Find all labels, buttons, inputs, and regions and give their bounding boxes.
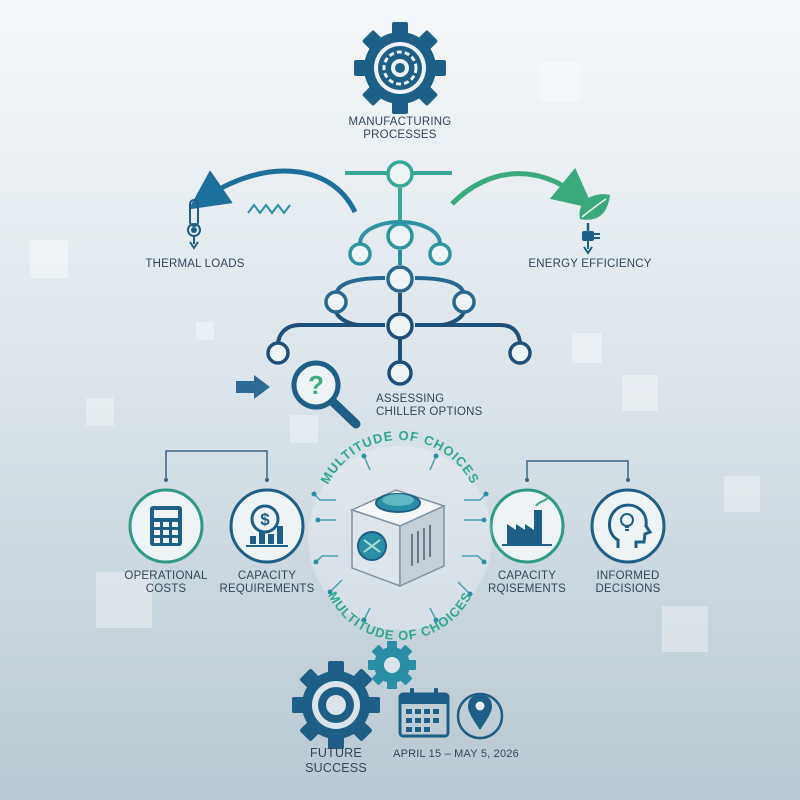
arrow-to-energy xyxy=(450,167,594,209)
energy-efficiency-label: ENERGY EFFICIENCY xyxy=(528,258,652,270)
tree-node xyxy=(452,290,476,314)
dollar-chart-icon: $ xyxy=(229,488,305,564)
tree-node xyxy=(266,341,290,365)
background-square xyxy=(196,322,214,340)
bracket-right xyxy=(526,460,629,478)
arrow-right-icon xyxy=(236,375,270,399)
thermal-loads-label: THERMAL LOADS xyxy=(145,258,245,270)
gear-icon xyxy=(354,22,446,114)
tree-node xyxy=(428,242,452,266)
svg-text:$: $ xyxy=(260,510,270,529)
magnifier-question-icon: ? xyxy=(291,360,361,429)
svg-text:?: ? xyxy=(308,370,324,400)
tree-node xyxy=(386,160,414,188)
background-square xyxy=(290,415,318,443)
tree-node xyxy=(386,222,414,250)
tree-node xyxy=(324,290,348,314)
map-pin-icon xyxy=(456,692,504,740)
factory-icon xyxy=(489,488,565,564)
chiller-cube-icon xyxy=(308,446,492,630)
background-square xyxy=(572,333,602,363)
tree-node xyxy=(387,360,413,386)
bracket-left xyxy=(165,450,268,478)
background-square xyxy=(724,476,760,512)
tree-node xyxy=(386,312,414,340)
leaf-plug-icon xyxy=(579,194,610,255)
background-square xyxy=(96,572,152,628)
background-square xyxy=(622,375,658,411)
tree-nodes xyxy=(266,160,532,386)
calculator-icon xyxy=(128,488,204,564)
background-square xyxy=(86,398,114,426)
gears-icon xyxy=(292,641,416,749)
thermometer-icon xyxy=(187,199,201,250)
background-square xyxy=(662,606,708,652)
head-lightbulb-icon xyxy=(590,488,666,564)
arrow-to-thermal xyxy=(188,168,358,214)
tree-node xyxy=(508,341,532,365)
wave-icon xyxy=(247,203,291,215)
date-range-label: APRIL 15 – MAY 5, 2026 xyxy=(393,748,519,760)
tree-node xyxy=(386,265,414,293)
tree-node xyxy=(348,242,372,266)
background-square xyxy=(30,240,68,278)
calendar-icon xyxy=(398,688,450,738)
background-square xyxy=(540,62,580,102)
